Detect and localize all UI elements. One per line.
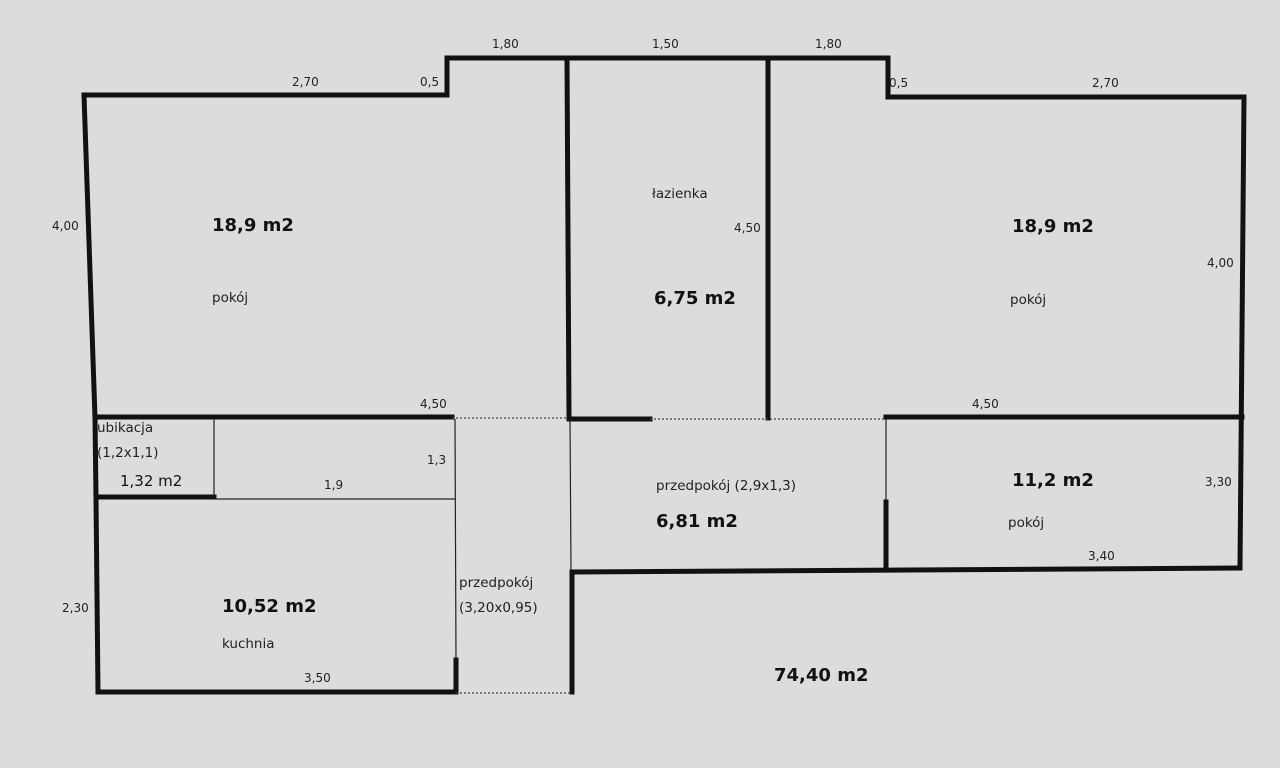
dim-kitchen-3-50: 3,50 [304,671,331,685]
wall-bottom-right [569,565,1243,695]
dim-left-2-30: 2,30 [62,601,89,615]
hall-center-name: przedpokój (2,9x1,3) [656,478,796,494]
dim-left-4-00: 4,00 [52,219,79,233]
room-right-area: 18,9 m2 [1012,216,1094,237]
dim-small-room-3-40: 3,40 [1088,549,1115,563]
dim-top-1-50: 1,50 [652,37,679,51]
kitchen-name: kuchnia [222,636,275,652]
outer-wall-right [1237,94,1247,571]
hall-left-size: (3,20x0,95) [459,600,538,616]
room-right-name: pokój [1010,292,1046,308]
bathroom-area: 6,75 m2 [654,288,736,309]
dim-right-4-00: 4,00 [1207,256,1234,270]
total-area: 74,40 m2 [774,665,868,686]
dim-mid-right-4-50: 4,50 [972,397,999,411]
outer-wall-left [81,92,98,421]
kitchen-area: 10,52 m2 [222,596,316,617]
kitchen-wall-right [454,418,457,661]
dim-toilet-1-3: 1,3 [427,453,446,467]
dim-right-3-30: 3,30 [1205,475,1232,489]
toilet-area: 1,32 m2 [120,472,182,490]
dim-top-1-80-a: 1,80 [492,37,519,51]
room-left-area: 18,9 m2 [212,215,294,236]
dim-top-right-2-70: 2,70 [1092,76,1119,90]
dim-top-1-80-b: 1,80 [815,37,842,51]
hall-center-divider [569,418,572,571]
outer-wall-top-left [81,55,1247,100]
room-left-name: pokój [212,290,248,306]
bathroom-wall-left [564,55,572,421]
outer-wall-left-lower [92,415,459,695]
toilet-name: ubikacja [97,420,153,436]
room-small-name: pokój [1008,515,1044,531]
dim-top-right-0-5: 0,5 [889,76,908,90]
toilet-size: (1,2x1,1) [97,445,158,461]
room-small-area: 11,2 m2 [1012,470,1094,491]
dim-toilet-1-9: 1,9 [324,478,343,492]
bathroom-name: łazienka [652,186,708,202]
dim-top-left-0-5: 0,5 [420,75,439,89]
dim-mid-left-4-50: 4,50 [420,397,447,411]
dim-bath-4-50: 4,50 [734,221,761,235]
dim-top-left-2-70: 2,70 [292,75,319,89]
hall-left-name: przedpokój [459,575,533,591]
hall-center-area: 6,81 m2 [656,511,738,532]
